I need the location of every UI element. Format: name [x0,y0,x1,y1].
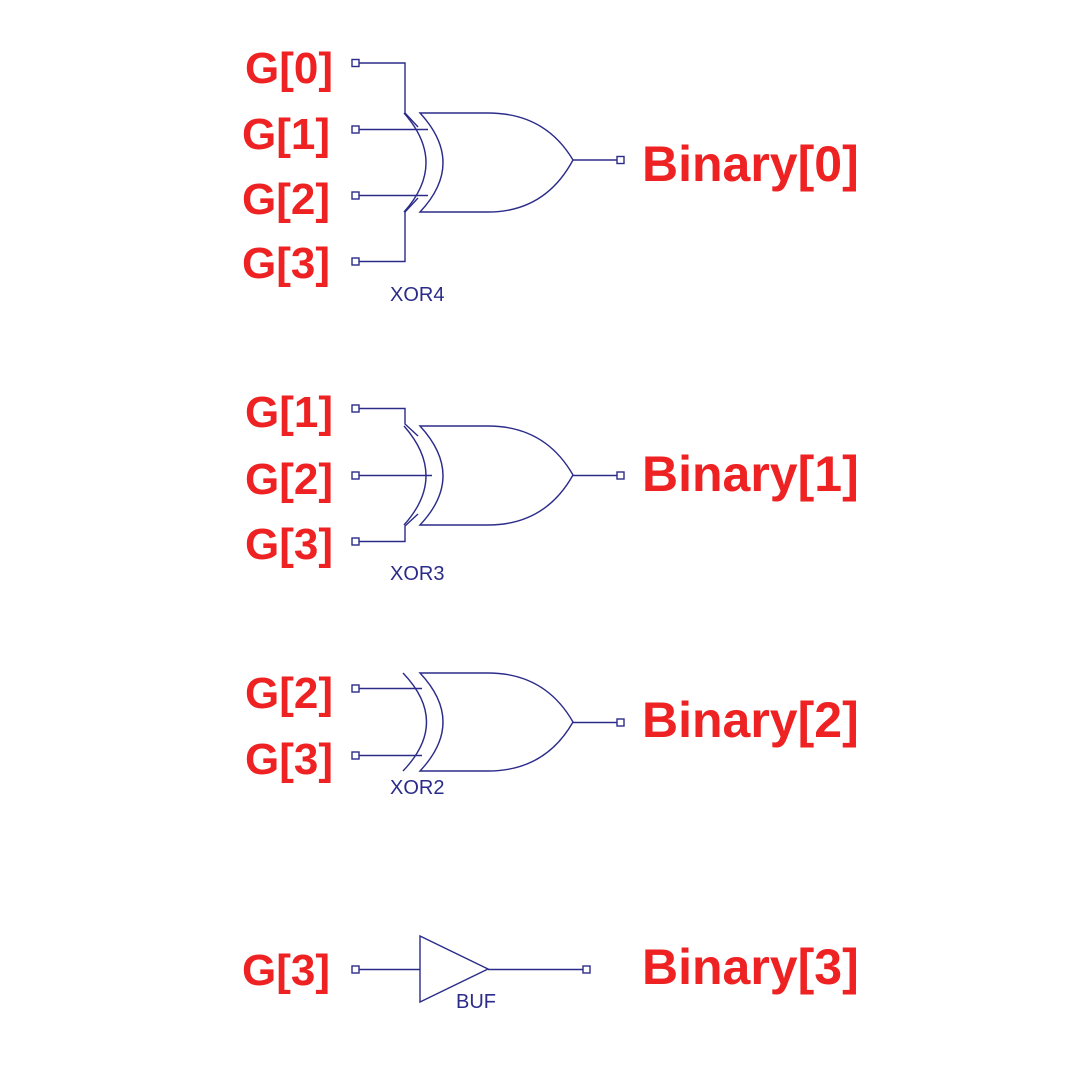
xor4-input-pin-0 [351,58,360,68]
buf-gate-body [419,934,490,1004]
xor2-input-pin-0 [351,684,360,693]
xor3-gate-name: XOR3 [390,563,444,585]
xor4-input-label-1: G[1] [242,110,330,159]
xor3-output-pin [616,471,625,480]
xor4-output-pin [616,155,625,165]
xor2-gate-group: G[2] G[3] Binary[2] XOR2 [245,669,859,799]
buf-gate-name: BUF [456,991,496,1013]
xor3-gate-group: G[1] G[2] G[3] Binary[1] XOR3 [245,388,859,585]
xor3-input-pin-2 [351,537,360,546]
xor3-input-wire-2 [359,513,419,543]
xor4-gate-body [418,112,574,213]
xor4-input-pin-3 [351,257,360,266]
xor2-output-label: Binary[2] [642,692,859,748]
xor2-output-pin [616,718,625,727]
xor4-gate-name: XOR4 [390,284,444,306]
xor3-input-pin-1 [351,471,360,480]
xor4-extra-arc [403,112,427,213]
xor2-input-pin-1 [351,751,360,760]
xor4-gate-group: G[0] G[1] G[2] G[3] Binary[0] XOR4 [242,44,859,306]
buf-input-pin [351,965,360,974]
xor4-input-pin-2 [351,191,360,200]
xor3-input-wire-0 [359,407,419,437]
xor3-input-label-0: G[1] [245,388,333,437]
xor2-extra-arc [402,672,428,772]
xor4-input-wire-3 [359,197,419,263]
xor3-extra-arc [403,425,427,526]
buf-output-label: Binary[3] [642,939,859,995]
xor2-input-label-1: G[3] [245,735,333,784]
buf-input-label-0: G[3] [242,946,330,995]
xor4-output-label: Binary[0] [642,136,859,192]
xor4-input-wire-0 [359,62,419,128]
buf-gate-group: G[3] Binary[3] BUF [242,934,859,1013]
xor4-input-label-2: G[2] [242,175,330,224]
xor2-gate-body [418,672,574,772]
xor4-input-pin-1 [351,125,360,134]
xor2-gate-name: XOR2 [390,777,444,799]
xor3-output-label: Binary[1] [642,446,859,502]
xor3-input-pin-0 [351,404,360,413]
xor4-input-label-0: G[0] [245,44,333,93]
xor3-gate-body [418,425,574,526]
xor2-input-label-0: G[2] [245,669,333,718]
buf-output-pin [582,965,591,974]
xor3-input-label-2: G[3] [245,520,333,569]
xor4-input-label-3: G[3] [242,239,330,288]
xor3-input-label-1: G[2] [245,455,333,504]
